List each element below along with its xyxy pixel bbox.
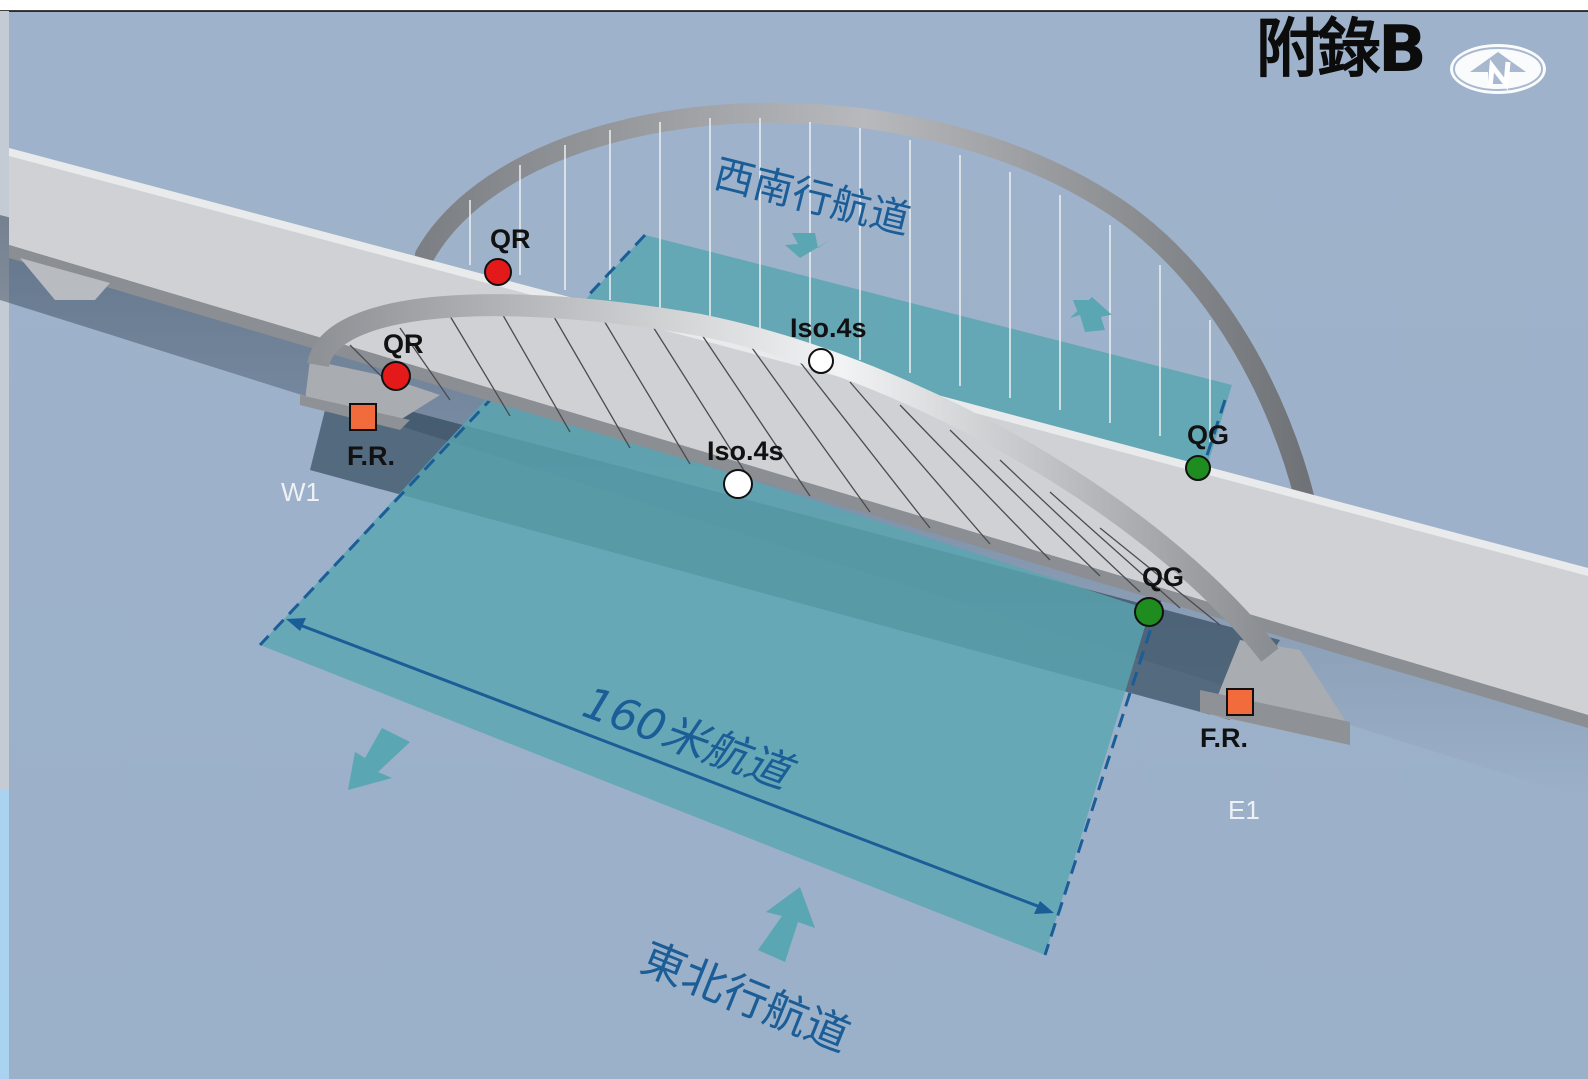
iso-near-light: [723, 469, 753, 499]
north-arrow-icon: [1450, 44, 1546, 94]
far-channel-area: [585, 235, 1232, 470]
southwest-arrow-icon: [348, 728, 410, 790]
southwest-small-arrow-icon: [785, 233, 830, 258]
northeast-arrow-icon: [758, 887, 815, 962]
qg-near-label: QG: [1142, 562, 1184, 592]
iso-far-label: Iso.4s: [790, 313, 867, 343]
top-margin: [0, 0, 1588, 11]
left-edge-strip: [0, 11, 9, 1079]
qr-far-label: QR: [490, 224, 531, 254]
qr-far-light: [484, 258, 512, 286]
fr-west-label: F.R.: [347, 441, 395, 471]
far-arch: [415, 102, 1315, 510]
northeast-arrow-far-icon: [1070, 297, 1112, 332]
dimension-arrowhead-west: [286, 618, 306, 631]
width-dimension-line: [291, 620, 1049, 912]
iso-near-label: Iso.4s: [707, 436, 784, 466]
fr-west-light: [349, 403, 377, 431]
qg-far-label: QG: [1187, 420, 1229, 450]
qr-near-light: [381, 361, 411, 391]
near-arch: [307, 294, 1279, 662]
pier-w1-label: W1: [281, 477, 320, 507]
near-arch-hangers: [349, 309, 1221, 626]
page-title: 附錄B: [1256, 13, 1427, 87]
iso-far-light: [808, 348, 834, 374]
fr-east-label: F.R.: [1200, 723, 1248, 753]
left-edge-blue: [0, 790, 9, 1079]
near-channel-area: [260, 395, 1150, 955]
pier-e1-label: E1: [1228, 795, 1260, 825]
qr-near-label: QR: [383, 329, 424, 359]
qg-far-light: [1185, 455, 1211, 481]
qg-near-light: [1134, 597, 1164, 627]
approach-support: [20, 258, 110, 300]
dimension-arrowhead-east: [1034, 901, 1054, 914]
fr-east-light: [1226, 688, 1254, 716]
